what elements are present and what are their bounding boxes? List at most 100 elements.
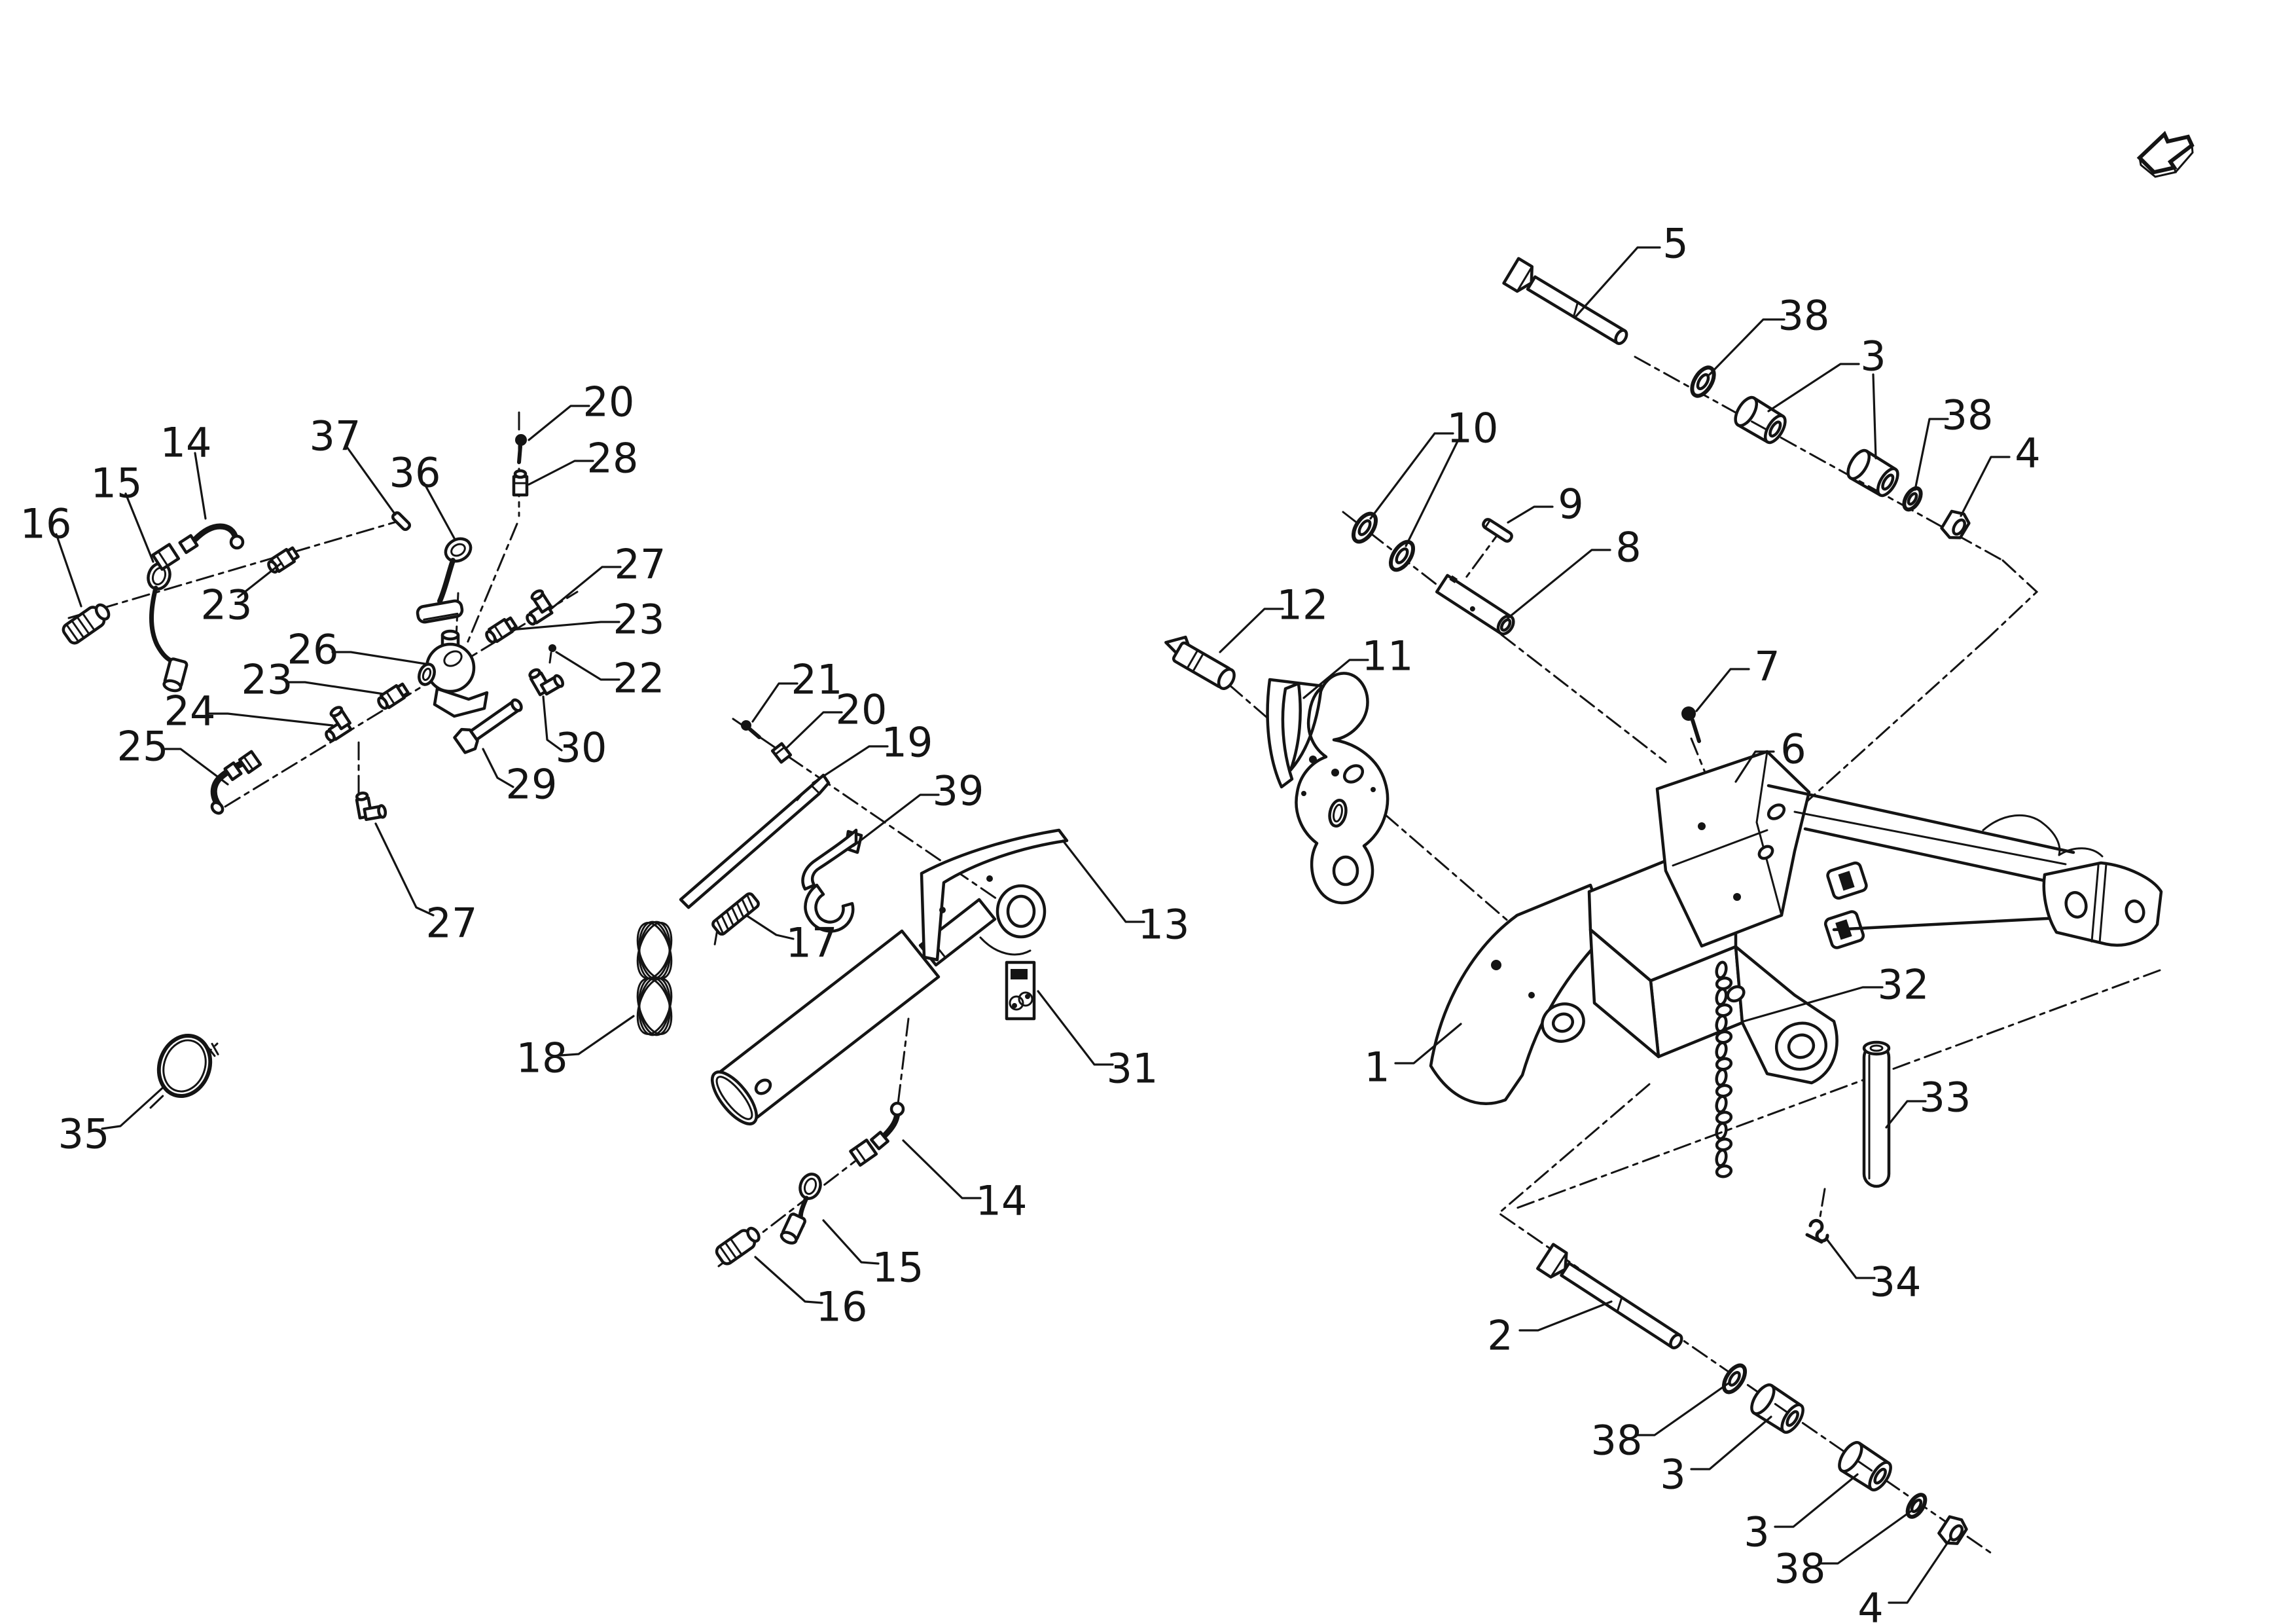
leader-line <box>1302 659 1369 699</box>
leader-line <box>423 482 456 539</box>
chain-link <box>1715 1068 1728 1087</box>
callout-39: 39 <box>852 767 984 847</box>
callout-number: 26 <box>287 626 339 674</box>
fitting-27 <box>355 791 387 822</box>
part-25-hose <box>210 750 262 815</box>
callout-13: 13 <box>1062 839 1189 949</box>
callout-1: 1 <box>1364 1023 1462 1091</box>
callout-38: 38 <box>1914 392 1993 491</box>
callout-4: 4 <box>1960 429 2041 517</box>
leader-line <box>344 444 397 516</box>
leader-line <box>1219 608 1284 653</box>
leader-line <box>1394 1023 1462 1065</box>
mesh-loop <box>636 977 673 1035</box>
leader-line <box>1960 456 2011 517</box>
chain-link <box>1715 1095 1728 1114</box>
callout-number: 16 <box>816 1283 868 1331</box>
callout-9: 9 <box>1507 481 1584 528</box>
part-10-washer <box>1351 511 1378 544</box>
part-26-valve <box>418 629 489 718</box>
part-14-hose <box>151 523 245 571</box>
fitting-23 <box>377 682 410 710</box>
callout-23: 23 <box>509 596 664 644</box>
callout-18: 18 <box>516 1015 635 1082</box>
leader-line <box>482 748 514 788</box>
part-5-pivot-bolt <box>1502 257 1628 345</box>
callout-number: 23 <box>201 581 253 629</box>
part-16-plug <box>715 1226 761 1266</box>
leader-line <box>1872 373 1877 460</box>
part-3-bushing <box>1838 1441 1892 1491</box>
callout-3: 3 <box>1767 333 1886 460</box>
part-29-bolt <box>453 698 523 754</box>
callout-17: 17 <box>745 914 837 967</box>
leader-line <box>555 651 620 681</box>
callout-16: 16 <box>20 500 82 608</box>
leader-line <box>509 621 620 631</box>
leader-line <box>1405 439 1460 547</box>
chain-link <box>1715 960 1728 979</box>
part-28-fitting <box>512 469 529 497</box>
leader-line <box>237 562 283 598</box>
callout-number: 27 <box>426 900 478 947</box>
callout-38: 38 <box>1708 292 1829 376</box>
leader-line <box>528 460 594 486</box>
callout-4: 4 <box>1857 1537 1952 1623</box>
callout-number: 25 <box>117 723 169 771</box>
callout-number: 4 <box>1857 1584 1883 1623</box>
callout-10: 10 <box>1369 405 1498 547</box>
leader-line <box>559 1015 635 1057</box>
callout-number: 16 <box>20 500 72 548</box>
callout-number: 33 <box>1920 1074 1971 1122</box>
part-14-hose <box>849 1101 905 1167</box>
part-3-bushing <box>1846 448 1899 498</box>
callout-number: 19 <box>882 719 933 767</box>
leader-line <box>1369 432 1454 520</box>
fitting-30 <box>528 668 565 697</box>
callout-number: 32 <box>1878 961 1929 1009</box>
callout-23: 23 <box>242 656 385 704</box>
callout-number: 1 <box>1364 1044 1390 1091</box>
callout-number: 20 <box>836 686 888 734</box>
part-21-screw <box>741 720 761 739</box>
leader-line <box>1690 1415 1772 1470</box>
callout-21: 21 <box>751 656 842 723</box>
part-31-decal <box>1005 960 1036 1021</box>
callout-11: 11 <box>1302 632 1413 699</box>
callout-33: 33 <box>1885 1074 1971 1129</box>
callout-number: 34 <box>1870 1258 1922 1306</box>
callout-12: 12 <box>1219 581 1328 653</box>
part-11-latch-hook <box>1266 672 1390 905</box>
callout-number: 2 <box>1487 1312 1513 1360</box>
leader-line <box>331 651 427 665</box>
callout-number: 22 <box>613 655 665 702</box>
callout-7: 7 <box>1695 643 1780 712</box>
callout-number: 29 <box>506 761 558 809</box>
callout-31: 31 <box>1037 990 1158 1093</box>
chain-link <box>1715 1041 1728 1060</box>
parts-layer <box>62 130 2195 1545</box>
part-2-pivot-bolt <box>1535 1243 1683 1349</box>
callout-23: 23 <box>201 562 283 629</box>
leader-line <box>1507 505 1554 524</box>
leader-line <box>194 452 207 520</box>
part-3-bushing <box>1734 395 1787 445</box>
callout-8: 8 <box>1507 524 1641 619</box>
part-4-nut <box>1937 1515 1968 1545</box>
part-17-spring <box>711 892 760 945</box>
leader-line <box>542 695 563 752</box>
callout-14: 14 <box>902 1139 1027 1225</box>
fitting-23 <box>485 616 518 644</box>
chain-link <box>1715 1148 1728 1167</box>
leader-line <box>822 1219 880 1265</box>
callout-3: 3 <box>1744 1473 1859 1556</box>
callout-number: 3 <box>1744 1508 1769 1556</box>
leader-line <box>784 711 843 750</box>
callout-number: 37 <box>310 412 361 460</box>
part-32-chain <box>1715 960 1733 1178</box>
callout-number: 8 <box>1615 524 1641 572</box>
chain-link <box>1715 1164 1733 1178</box>
